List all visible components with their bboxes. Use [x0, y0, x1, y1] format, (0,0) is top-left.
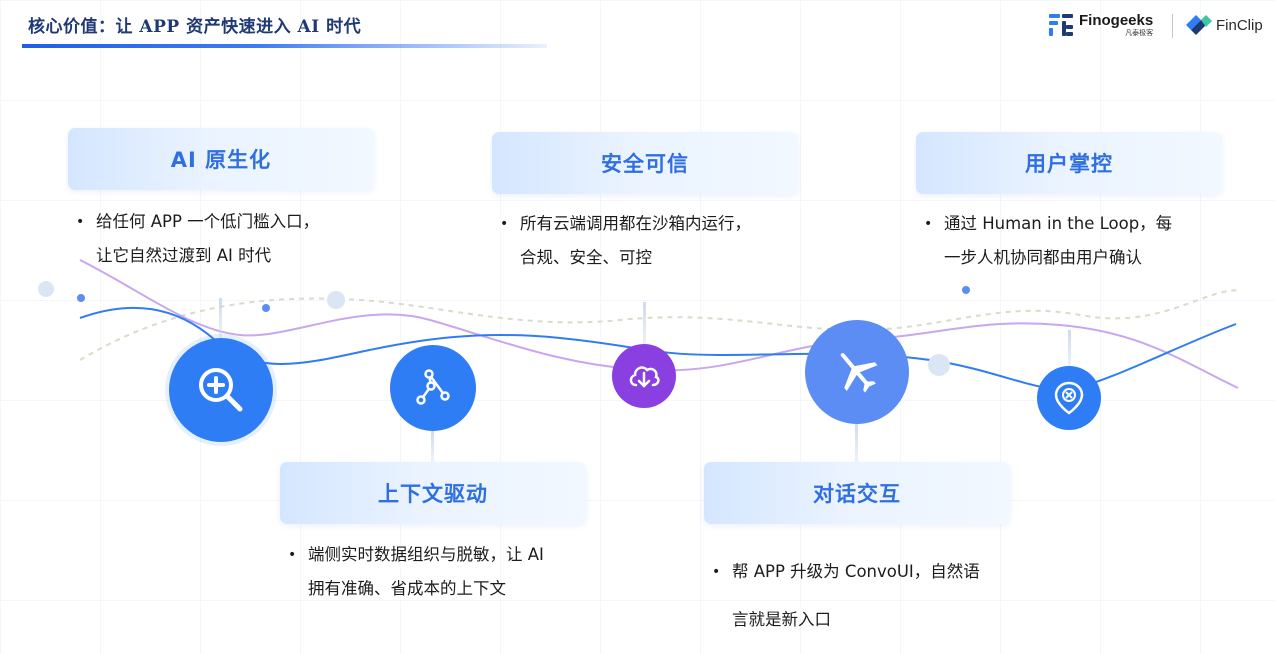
connector-line	[219, 298, 222, 340]
card-user-control: 用户掌控	[916, 132, 1222, 194]
connector-line	[643, 302, 646, 348]
airplane-icon	[840, 352, 878, 393]
card-title: AI 原生化	[170, 148, 272, 172]
connector-line	[431, 430, 434, 462]
finogeeks-name: Finogeeks	[1079, 11, 1154, 29]
bullet-dot: •	[500, 216, 509, 232]
graph-nodes-icon	[416, 369, 450, 405]
desc-line: 端侧实时数据组织与脱敏，让 AI	[308, 545, 544, 564]
finogeeks-subname: 凡泰极客	[1125, 28, 1154, 37]
card-ai-native: AI 原生化	[68, 128, 374, 190]
finclip-mark-icon	[1186, 15, 1212, 35]
desc-line: 所有云端调用都在沙箱内运行，	[520, 214, 751, 233]
finclip-logo: FinClip	[1184, 12, 1263, 38]
desc-line: 帮 APP 升级为 ConvoUI，自然语	[732, 562, 980, 581]
finclip-name: FinClip	[1216, 16, 1263, 34]
page-title: 核心价值：让 APP 资产快速进入 AI 时代	[28, 17, 362, 37]
card-title: 上下文驱动	[378, 482, 488, 506]
desc-line: 拥有准确、省成本的上下文	[308, 579, 506, 598]
node-ai-native	[169, 338, 273, 442]
node-context-driven	[390, 345, 476, 431]
desc-line: 一步人机协同都由用户确认	[944, 248, 1142, 267]
node-conversation	[805, 320, 909, 424]
card-security: 安全可信	[492, 132, 798, 194]
connector-line	[1068, 330, 1071, 368]
desc-context-driven: • 端侧实时数据组织与脱敏，让 AI 拥有准确、省成本的上下文	[288, 538, 544, 606]
cloud-download-icon	[629, 366, 660, 388]
desc-line: 让它自然过渡到 AI 时代	[96, 246, 272, 265]
bullet-dot: •	[712, 564, 721, 580]
desc-ai-native: • 给任何 APP 一个低门槛入口， 让它自然过渡到 AI 时代	[76, 205, 319, 273]
desc-line: 给任何 APP 一个低门槛入口，	[96, 212, 320, 231]
location-cancel-icon	[1054, 381, 1084, 415]
finogeeks-mark-icon	[1049, 14, 1073, 36]
bullet-dot: •	[76, 214, 85, 230]
desc-conversation: • 帮 APP 升级为 ConvoUI，自然语 言就是新入口	[712, 548, 980, 644]
desc-user-control: • 通过 Human in the Loop，每 一步人机协同都由用户确认	[924, 207, 1172, 275]
title-underline	[22, 44, 547, 48]
node-user-control	[1037, 366, 1101, 430]
card-title: 安全可信	[601, 152, 689, 176]
desc-line: 合规、安全、可控	[520, 248, 652, 267]
zoom-in-icon	[199, 368, 243, 412]
finogeeks-logo: Finogeeks 凡泰极客	[1048, 12, 1153, 38]
card-conversation: 对话交互	[704, 462, 1010, 524]
card-context-driven: 上下文驱动	[280, 462, 586, 524]
card-title: 对话交互	[813, 482, 901, 506]
bullet-dot: •	[288, 547, 297, 563]
connector-line	[855, 420, 858, 462]
desc-line: 通过 Human in the Loop，每	[944, 214, 1173, 233]
bullet-dot: •	[924, 216, 933, 232]
node-security	[612, 344, 676, 408]
desc-line: 言就是新入口	[732, 610, 831, 629]
logo-divider	[1172, 14, 1173, 38]
desc-security: • 所有云端调用都在沙箱内运行， 合规、安全、可控	[500, 207, 751, 275]
card-title: 用户掌控	[1025, 152, 1113, 176]
